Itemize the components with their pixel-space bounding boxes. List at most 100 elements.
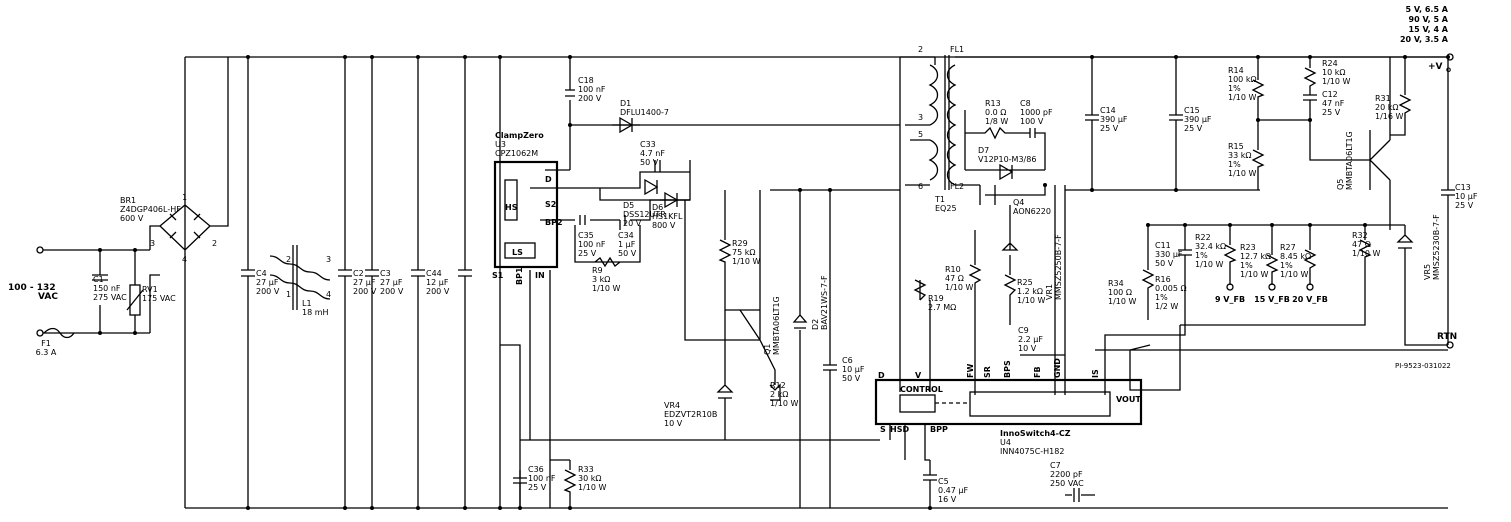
label-q1: Q1MMBTA06LT1G — [763, 296, 781, 355]
label-d2-line-2: BAV21WS-7-F — [820, 275, 829, 330]
transformer-t1 — [899, 55, 1448, 392]
pin-u3-in: IN — [535, 271, 545, 280]
label-t1-line-2: EQ25 — [935, 204, 957, 213]
vo-label: +V — [1428, 62, 1443, 72]
label-r29-line-1: R29 — [732, 239, 748, 248]
label-d7-line-2: V12P10-M3/86 — [978, 155, 1036, 164]
label-c35-line-2: 100 nF — [578, 240, 606, 249]
label-c4-line-2: 27 µF — [256, 278, 279, 287]
label-r27-line-1: R27 — [1280, 243, 1296, 252]
label-r19-line-1: R19 — [928, 294, 944, 303]
label-c36-line-1: C36 — [528, 465, 544, 474]
label-c18-line-1: C18 — [578, 76, 594, 85]
label-c34-line-3: 50 V — [618, 249, 637, 258]
label-c34-line-1: C34 — [618, 231, 634, 240]
labels: 5 V, 6.5 A 90 V, 5 A 15 V, 4 A 20 V, 3.5… — [8, 5, 1457, 434]
pin-br-4: 4 — [182, 255, 187, 264]
label-vr1-line-1: VR1 — [1045, 284, 1054, 300]
pin-u4-gnd: GND — [1053, 358, 1062, 378]
label-vr5-line-2: MMSZ5230B-7-F — [1432, 214, 1441, 280]
label-vr5-line-1: VR5 — [1423, 264, 1432, 280]
label-c1-line-2: 150 nF — [93, 284, 121, 293]
pin-u4-hsd: HSD — [890, 425, 909, 434]
pin-t1-5: 5 — [918, 130, 923, 139]
label-c44-line-3: 200 V — [426, 287, 450, 296]
pin-u4-sr: SR — [983, 366, 992, 378]
label-r34-line-1: R34 — [1108, 279, 1124, 288]
pin-l1-4: 4 — [326, 290, 331, 299]
label-r33-line-1: R33 — [578, 465, 594, 474]
diodes-primary — [619, 116, 679, 209]
pin-t1-3: 3 — [918, 113, 923, 122]
label-r14-line-4: 1/10 W — [1228, 93, 1257, 102]
label-rv1-line-1: RV1 — [142, 285, 158, 294]
label-r9-line-3: 1/10 W — [592, 284, 621, 293]
r19 — [913, 279, 931, 392]
u3-support — [513, 459, 577, 508]
label-r14-line-1: R14 — [1228, 66, 1244, 75]
u4-control-label: CONTROL — [900, 385, 943, 394]
label-r16-line-3: 1% — [1155, 293, 1168, 302]
label-c36-line-2: 100 nF — [528, 474, 556, 483]
label-q4-line-2: AON6220 — [1013, 207, 1051, 216]
label-c3-line-2: 27 µF — [380, 278, 403, 287]
label-c13-line-1: C13 — [1455, 183, 1471, 192]
label-r29-line-3: 1/10 W — [732, 257, 761, 266]
label-c11-line-3: 50 V — [1155, 259, 1174, 268]
label-r31-line-1: R31 — [1375, 94, 1391, 103]
rtn-label: RTN — [1437, 332, 1457, 342]
label-c33-line-2: 4.7 nF — [640, 149, 665, 158]
label-r22-line-2: 32.4 kΩ — [1195, 242, 1226, 251]
fuse-f1 — [43, 327, 75, 339]
pin-l1-3: 3 — [326, 255, 331, 264]
label-br1-line-1: BR1 — [120, 196, 136, 205]
fb-15v: 15 V_FB — [1254, 295, 1290, 304]
pin-br-1: 1 — [182, 193, 187, 202]
label-c6-line-2: 10 µF — [842, 365, 865, 374]
pin-u4-fw: FW — [966, 364, 975, 378]
label-c15-line-3: 25 V — [1184, 124, 1203, 133]
label-c8-line-3: 100 V — [1020, 117, 1044, 126]
label-u3-line-1: ClampZero — [495, 131, 544, 140]
label-r25-line-3: 1/10 W — [1017, 296, 1046, 305]
varistor-rv1 — [126, 284, 144, 316]
label-c36-line-3: 25 V — [528, 483, 547, 492]
label-c11-line-2: 330 µF — [1155, 250, 1183, 259]
label-c34-line-2: 1 µF — [618, 240, 636, 249]
label-c9-line-1: C9 — [1018, 326, 1029, 335]
label-r23-line-4: 1/10 W — [1240, 270, 1269, 279]
label-c9-line-3: 10 V — [1018, 344, 1037, 353]
label-c6-line-1: C6 — [842, 356, 853, 365]
label-c4-line-3: 200 V — [256, 287, 280, 296]
pin-u3-s2: S2 — [545, 200, 556, 209]
label-c12-line-1: C12 — [1322, 90, 1338, 99]
output-line-1: 5 V, 6.5 A — [1406, 5, 1449, 14]
label-c18-line-2: 100 nF — [578, 85, 606, 94]
label-r12-line-3: 1/10 W — [770, 399, 799, 408]
label-l1-line-1: L1 — [302, 299, 312, 308]
input-voltage-2: VAC — [38, 292, 58, 302]
